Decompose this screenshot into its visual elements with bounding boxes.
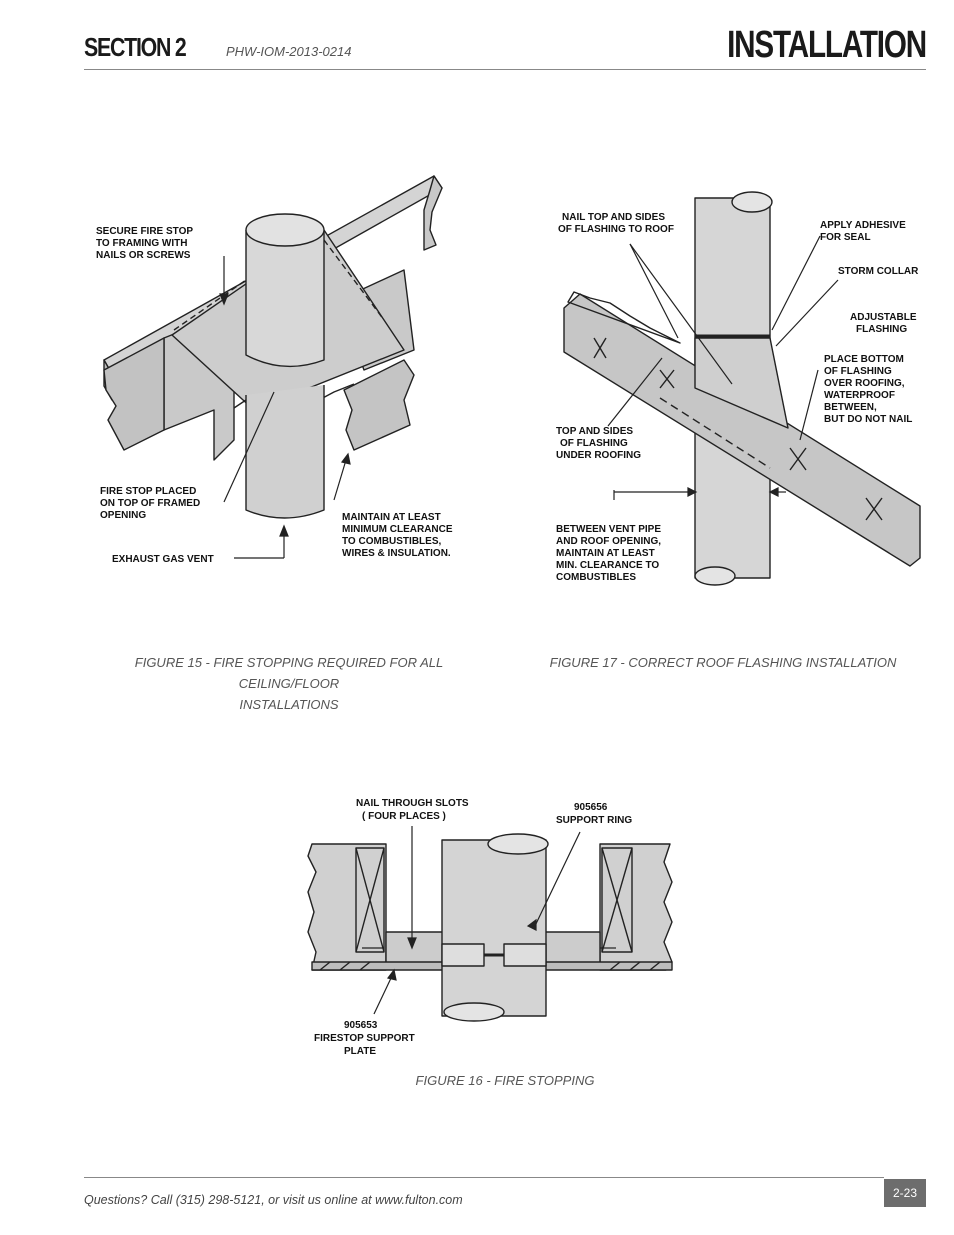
label-placed-2: ON TOP OF FRAMED — [100, 498, 200, 509]
label-plate-1: 905653 — [344, 1020, 378, 1031]
label-exhaust-vent: EXHAUST GAS VENT — [112, 554, 214, 565]
footer-divider — [84, 1177, 884, 1178]
figure-16-caption: FIGURE 16 - FIRE STOPPING — [415, 1073, 595, 1088]
lower-vent-pipe — [245, 385, 325, 519]
label-ring-2: SUPPORT RING — [556, 815, 632, 826]
label-secure-1: SECURE FIRE STOP — [96, 226, 193, 237]
page-number: 2-23 — [884, 1179, 926, 1207]
left-joist — [307, 843, 387, 971]
label-maintain-4: WIRES & INSULATION. — [342, 548, 451, 559]
figure-15-drawing: SECURE FIRE STOP TO FRAMING WITH NAILS O… — [96, 175, 453, 565]
figure-17-caption: FIGURE 17 - CORRECT ROOF FLASHING INSTAL… — [549, 655, 897, 670]
label-placed-1: FIRE STOP PLACED — [100, 486, 196, 497]
support-ring-right — [503, 943, 547, 967]
page-title: INSTALLATION — [727, 24, 927, 66]
adjustable-flashing — [694, 337, 789, 429]
label-between-1: BETWEEN VENT PIPE — [556, 524, 661, 535]
header-divider — [84, 69, 926, 70]
label-top-1: TOP AND SIDES — [556, 426, 633, 437]
right-joist — [599, 843, 673, 971]
label-place-5: BETWEEN, — [824, 402, 877, 413]
figure-17-drawing: NAIL TOP AND SIDES OF FLASHING TO ROOF A… — [556, 191, 921, 586]
label-nail-1: NAIL TOP AND SIDES — [562, 212, 665, 223]
upper-vent-pipe — [245, 230, 325, 368]
label-storm-collar: STORM COLLAR — [838, 266, 919, 277]
figure-15-caption-line2: INSTALLATIONS — [239, 697, 339, 712]
label-secure-3: NAILS OR SCREWS — [96, 250, 191, 261]
label-plate-3: PLATE — [344, 1046, 376, 1057]
label-adjustable-1: ADJUSTABLE — [850, 312, 917, 323]
figure-15-caption-line1: FIGURE 15 - FIRE STOPPING REQUIRED FOR A… — [134, 655, 444, 691]
label-between-4: MIN. CLEARANCE TO — [556, 560, 659, 571]
label-top-2: OF FLASHING — [560, 438, 628, 449]
label-between-2: AND ROOF OPENING, — [556, 536, 661, 547]
label-place-3: OVER ROOFING, — [824, 378, 905, 389]
support-ring-left — [441, 943, 485, 967]
label-placed-3: OPENING — [100, 510, 146, 521]
label-place-4: WATERPROOF — [824, 390, 895, 401]
label-maintain-3: TO COMBUSTIBLES, — [342, 536, 441, 547]
label-adhesive-1: APPLY ADHESIVE — [820, 220, 906, 231]
label-top-3: UNDER ROOFING — [556, 450, 641, 461]
label-secure-2: TO FRAMING WITH — [96, 238, 187, 249]
label-between-5: COMBUSTIBLES — [556, 572, 636, 583]
label-ring-1: 905656 — [574, 802, 608, 813]
label-nail-2: OF FLASHING TO ROOF — [558, 224, 674, 235]
label-maintain-2: MINIMUM CLEARANCE — [342, 524, 453, 535]
label-adhesive-2: FOR SEAL — [820, 232, 871, 243]
label-place-2: OF FLASHING — [824, 366, 892, 377]
label-maintain-1: MAINTAIN AT LEAST — [342, 512, 441, 523]
label-adjustable-2: FLASHING — [856, 324, 907, 335]
label-place-1: PLACE BOTTOM — [824, 354, 904, 365]
vent-pipe — [441, 839, 547, 1017]
document-id: PHW-IOM-2013-0214 — [226, 44, 352, 59]
label-plate-2: FIRESTOP SUPPORT — [314, 1033, 415, 1044]
footer-contact: Questions? Call (315) 298-5121, or visit… — [84, 1193, 463, 1207]
figure-16-drawing: NAIL THROUGH SLOTS ( FOUR PLACES ) 90565… — [307, 798, 673, 1057]
label-nail-through-2: ( FOUR PLACES ) — [362, 811, 446, 822]
label-between-3: MAINTAIN AT LEAST — [556, 548, 655, 559]
label-place-6: BUT DO NOT NAIL — [824, 414, 912, 425]
figure-15-caption: FIGURE 15 - FIRE STOPPING REQUIRED FOR A… — [94, 652, 484, 715]
section-label: SECTION 2 — [84, 32, 187, 62]
label-nail-through-1: NAIL THROUGH SLOTS — [356, 798, 469, 809]
